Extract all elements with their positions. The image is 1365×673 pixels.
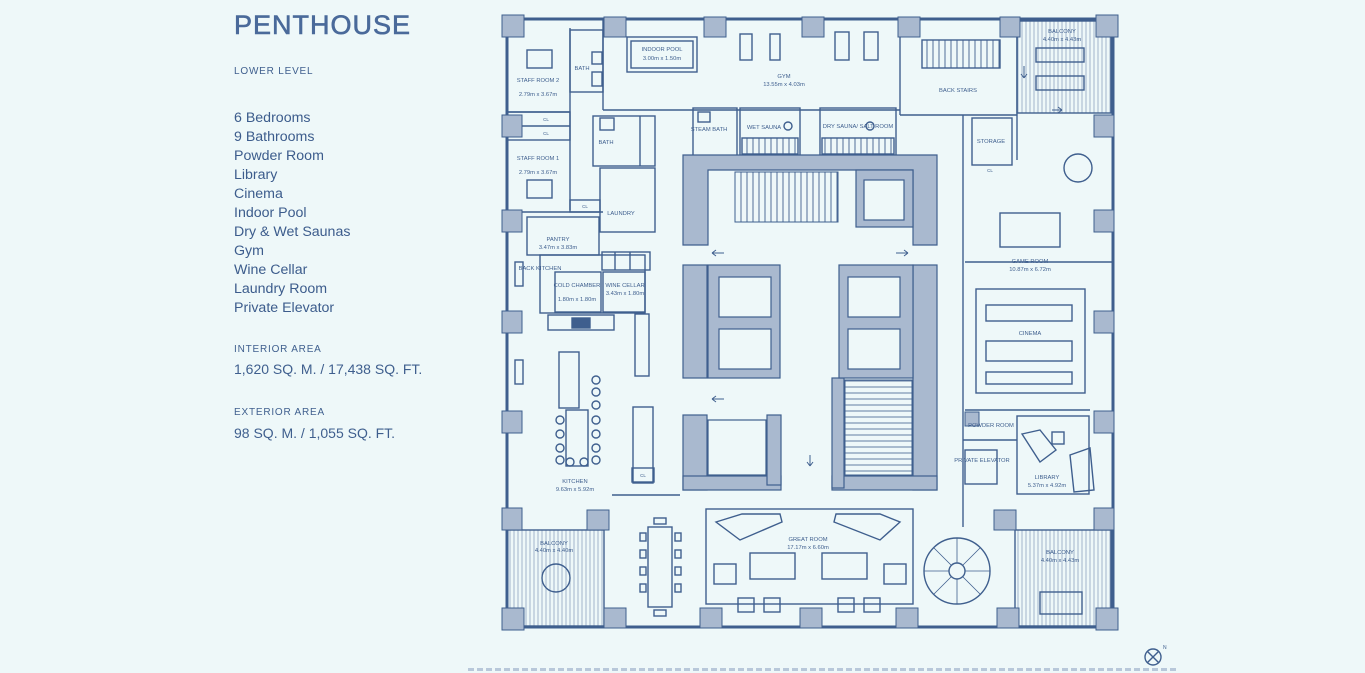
- room-dim: 3.43m x 1.80m: [606, 291, 645, 297]
- room-label: STAFF ROOM 2: [517, 78, 559, 84]
- room-label: COLD CHAMBER: [554, 283, 601, 289]
- room-label: PANTRY: [547, 237, 570, 243]
- room-label: KITCHEN: [562, 479, 587, 485]
- room-dim: 5.37m x 4.92m: [1028, 483, 1067, 489]
- balcony-se: [1014, 529, 1112, 627]
- indoor-pool: [626, 36, 698, 73]
- room-label: LAUNDRY: [607, 211, 635, 217]
- room-dim: 10.87m x 6.72m: [1009, 267, 1051, 273]
- room-dim: 3.47m x 3.83m: [539, 245, 578, 251]
- list-item: 6 Bedrooms: [234, 110, 311, 126]
- room-label: POWDER ROOM: [968, 423, 1014, 429]
- room-label: BALCONY: [1046, 550, 1074, 556]
- closet-label: CL: [543, 117, 549, 122]
- cinema: [975, 288, 1086, 394]
- room-dim: 4.40m x 4.40m: [535, 548, 574, 554]
- list-item: Wine Cellar: [234, 262, 308, 278]
- closet-label: CL: [987, 168, 993, 173]
- room-dim: 13.55m x 4.03m: [763, 82, 805, 88]
- exterior-area-label: EXTERIOR AREA: [234, 407, 325, 418]
- closet-label: CL: [582, 204, 588, 209]
- room-label: WINE CELLAR: [605, 283, 644, 289]
- list-item: 9 Bathrooms: [234, 129, 315, 145]
- room-label: GYM: [777, 74, 790, 80]
- room-label: BALCONY: [540, 541, 568, 547]
- room-dim: 4.40m x 4.43m: [1041, 558, 1080, 564]
- room-label: BATH: [574, 66, 589, 72]
- list-item: Laundry Room: [234, 281, 328, 297]
- exterior-area-value: 98 SQ. M. / 1,055 SQ. FT.: [234, 425, 396, 441]
- list-item: Dry & Wet Saunas: [234, 224, 351, 240]
- room-label: LIBRARY: [1035, 475, 1060, 481]
- room-label: INDOOR POOL: [642, 47, 684, 53]
- interior-area-label: INTERIOR AREA: [234, 344, 322, 355]
- list-item: Library: [234, 167, 278, 183]
- room-label: STORAGE: [977, 139, 1005, 145]
- disclaimer-line: [468, 668, 1178, 671]
- room-dim: 2.79m x 3.67m: [519, 170, 558, 176]
- compass-icon: N: [1144, 645, 1167, 666]
- room-label: BACK STAIRS: [939, 88, 977, 94]
- room-label: BACK KITCHEN: [519, 266, 562, 272]
- closet-label: CL: [640, 473, 646, 478]
- room-dim: 2.79m x 3.67m: [519, 92, 558, 98]
- info-panel: PENTHOUSE LOWER LEVEL 6 Bedrooms 9 Bathr…: [234, 10, 484, 441]
- room-label: GREAT ROOM: [788, 537, 827, 543]
- great-room: [705, 508, 914, 605]
- list-item: Powder Room: [234, 148, 324, 164]
- room-label: STEAM BATH: [691, 127, 728, 133]
- interior-area-value: 1,620 SQ. M. / 17,438 SQ. FT.: [234, 361, 423, 377]
- list-item: Cinema: [234, 186, 283, 202]
- room-dim: 17.17m x 6.60m: [787, 545, 829, 551]
- room-dim: 1.80m x 1.80m: [558, 297, 597, 303]
- list-item: Gym: [234, 243, 264, 259]
- list-item: Indoor Pool: [234, 205, 307, 221]
- room-label: STAFF ROOM 1: [517, 156, 559, 162]
- room-dim: 4.40m x 4.43m: [1043, 37, 1082, 43]
- level-label: LOWER LEVEL: [234, 66, 314, 77]
- room-label: GAME ROOM: [1012, 259, 1049, 265]
- north-label: N: [1163, 645, 1167, 651]
- room-label: PRIVATE ELEVATOR: [954, 458, 1010, 464]
- room-label: CINEMA: [1019, 331, 1042, 337]
- page-title: PENTHOUSE: [234, 10, 412, 41]
- room-label: DRY SAUNA/ SALT ROOM: [823, 124, 894, 130]
- balcony-ne: [1016, 20, 1112, 114]
- room-label: BALCONY: [1048, 29, 1076, 35]
- amenities-list: 6 Bedrooms 9 Bathrooms Powder Room Libra…: [234, 109, 350, 318]
- list-item: Private Elevator: [234, 300, 335, 316]
- room-dim: 3.00m x 1.50m: [643, 56, 682, 62]
- room-label: WET SAUNA: [747, 125, 781, 131]
- back-stairs: [921, 39, 1001, 69]
- room-label: BATH: [598, 140, 613, 146]
- closet-label: CL: [543, 131, 549, 136]
- room-dim: 9.63m x 5.92m: [556, 487, 595, 493]
